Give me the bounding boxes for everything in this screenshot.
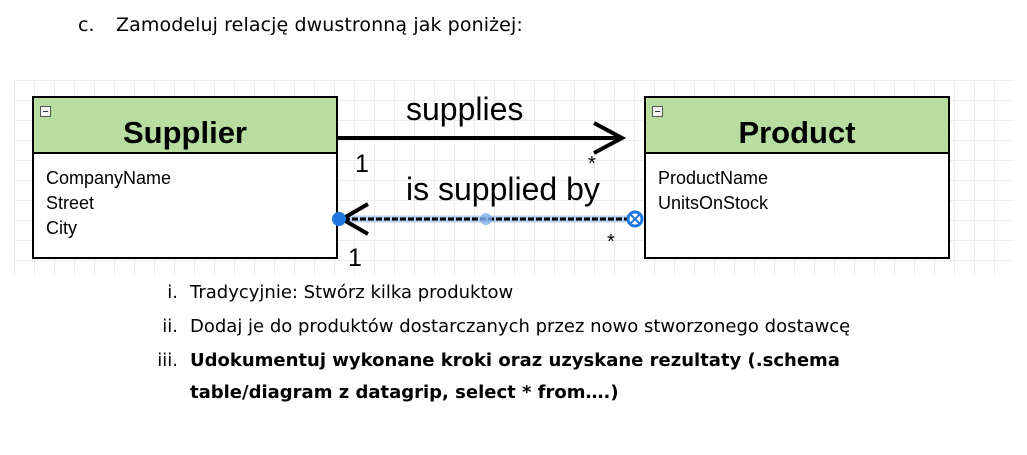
list-item-number: i. [167,282,178,303]
entity-product[interactable]: Product ProductName UnitsOnStock [644,96,950,259]
relations-layer: supplies 1 * is supplied by * 1 [332,91,644,272]
list-item-number: iii. [157,350,178,371]
entity-supplier[interactable]: Supplier CompanyName Street City [32,96,338,259]
list-item-number: ii. [162,316,178,337]
relation-is-supplied-by-source-multiplicity: * [607,231,615,253]
entity-supplier-attributes: CompanyName Street City [34,154,336,241]
attribute-street: Street [46,193,95,213]
attribute-product-name: ProductName [658,168,769,188]
entity-supplier-header: Supplier [34,98,336,154]
entity-supplier-name: Supplier [122,115,247,150]
section-marker: c. [78,14,95,36]
attribute-units-on-stock: UnitsOnStock [658,193,769,213]
relation-is-supplied-by-label: is supplied by [406,171,600,207]
selection-handle-mid[interactable] [480,213,492,225]
selection-handle-start[interactable] [332,212,346,226]
relation-supplies-target-multiplicity: * [588,153,596,175]
arrowhead-icon [593,121,627,155]
uml-diagram: Supplier CompanyName Street City Product… [14,80,1014,275]
list-item-text: Dodaj je do produktów dostarczanych prze… [190,316,851,337]
entity-product-attributes: ProductName UnitsOnStock [646,154,948,216]
collapse-icon[interactable] [652,106,663,117]
relation-supplies-label: supplies [406,91,523,127]
entity-product-name: Product [738,115,856,150]
close-icon [630,214,640,224]
relation-is-supplied-by-target-multiplicity: 1 [348,244,362,272]
section-title: Zamodeluj relację dwustronną jak poniżej… [116,14,523,36]
attribute-city: City [46,218,77,238]
list-item-text: Udokumentuj wykonane kroki oraz uzyskane… [190,350,840,403]
section-heading: c. Zamodeluj relację dwustronną jak poniż… [78,14,523,36]
attribute-company-name: CompanyName [46,168,172,188]
collapse-icon[interactable] [40,106,51,117]
relation-supplies-source-multiplicity: 1 [355,150,369,178]
relation-supplies[interactable]: supplies 1 * [338,91,627,178]
relation-is-supplied-by[interactable]: is supplied by * 1 [332,171,644,272]
list-item-text: Tradycyjnie: Stwórz kilka produktow [190,282,514,303]
entity-product-header: Product [646,98,948,154]
